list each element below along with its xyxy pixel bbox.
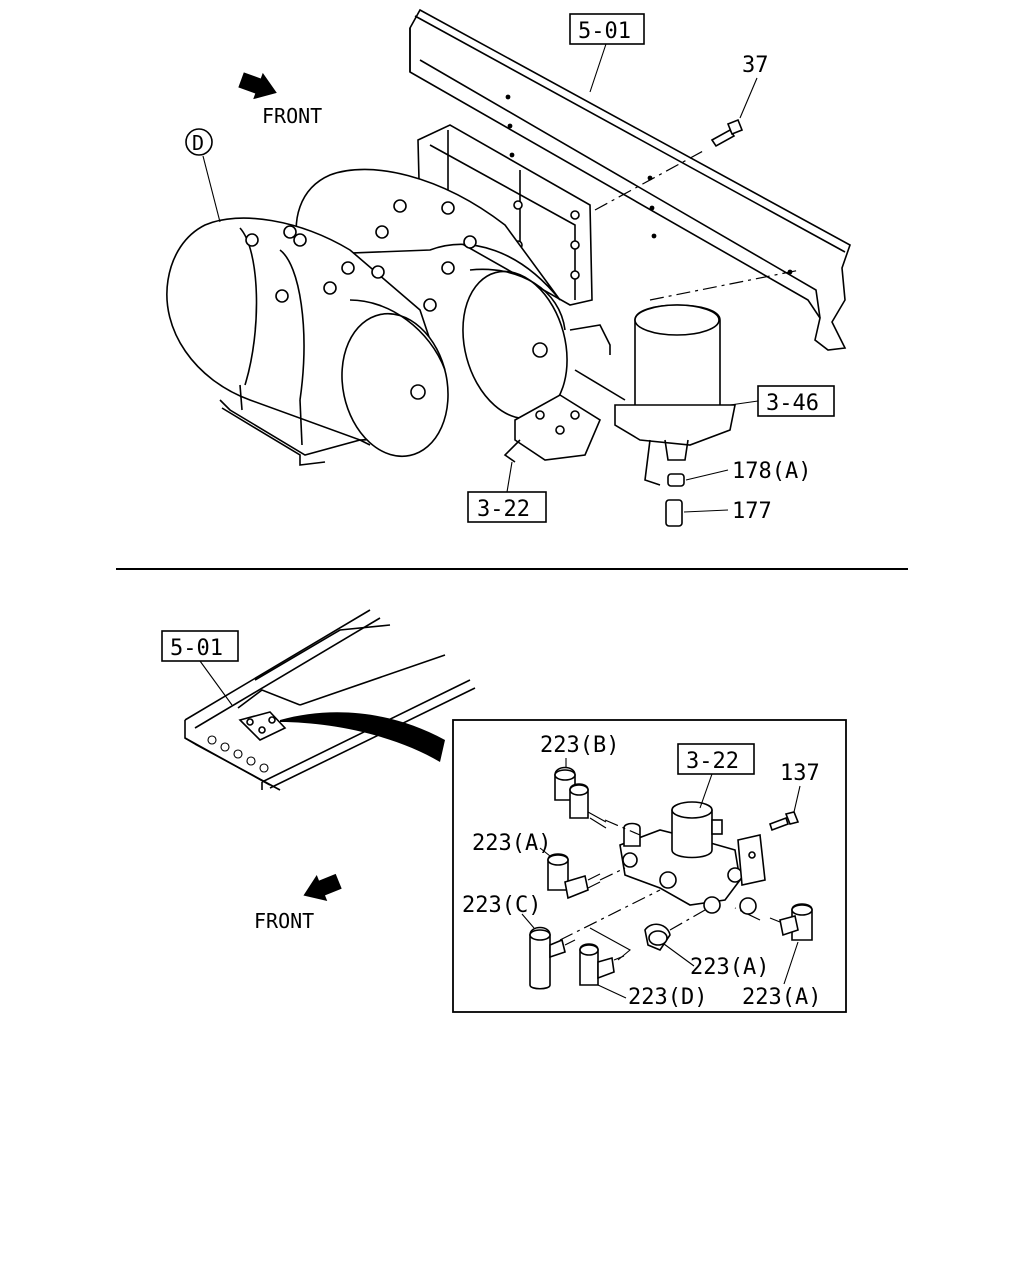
part-178a-shape <box>667 473 685 487</box>
part-37-label: 37 <box>742 53 769 78</box>
front-label-upper: FRONT <box>262 104 322 128</box>
part-177-shape <box>665 499 683 527</box>
ref-box-3-22-lower <box>677 743 755 775</box>
ref-3-22-upper: 3-22 <box>477 497 530 522</box>
upper-assembly: FRONT D 5-01 37 3-46 3-22 178(A) 177 <box>166 8 851 527</box>
part-177-label: 177 <box>732 499 772 524</box>
part-223b-label: 223(B) <box>540 733 619 758</box>
front-arrow-upper-icon <box>238 72 277 100</box>
detail-box <box>452 719 847 1013</box>
part-223a-label-1: 223(A) <box>472 831 551 856</box>
chassis-frame <box>184 609 476 791</box>
air-dryer <box>569 304 736 486</box>
front-label-lower: FRONT <box>254 909 314 933</box>
part-137-label: 137 <box>780 761 820 786</box>
ref-3-22-lower: 3-22 <box>686 749 739 774</box>
tank-base <box>219 384 371 466</box>
bolt-37 <box>710 118 744 148</box>
part-223d-label: 223(D) <box>628 985 707 1010</box>
marker-d-label: D <box>192 131 204 155</box>
fitting-223b <box>554 766 607 829</box>
fitting-223a-mid <box>644 923 671 951</box>
ref-box-5-01-upper <box>569 13 645 45</box>
valve-detail <box>619 801 766 915</box>
lower-assembly: 5-01 FRONT <box>161 609 847 1013</box>
fitting-223a-left <box>547 853 601 900</box>
front-arrow-lower-icon <box>303 873 342 901</box>
air-tank-front <box>166 217 449 458</box>
part-223a-label-2: 223(A) <box>690 955 769 980</box>
valve-upper <box>503 394 602 463</box>
part-178a-label: 178(A) <box>732 459 811 484</box>
fitting-223a-right <box>769 903 813 941</box>
frame-rail <box>409 8 851 351</box>
bolt-137 <box>768 811 800 832</box>
fitting-223d <box>579 943 625 986</box>
marker-d: D <box>185 128 221 223</box>
fitting-223c <box>529 926 576 990</box>
part-223a-label-3: 223(A) <box>742 985 821 1010</box>
detail-callout-swoosh <box>280 712 445 762</box>
tank-fittings <box>245 199 477 312</box>
ref-3-46: 3-46 <box>766 391 819 416</box>
ref-5-01-upper: 5-01 <box>578 19 631 44</box>
ref-5-01-lower: 5-01 <box>170 636 223 661</box>
part-223c-label: 223(C) <box>462 893 541 918</box>
